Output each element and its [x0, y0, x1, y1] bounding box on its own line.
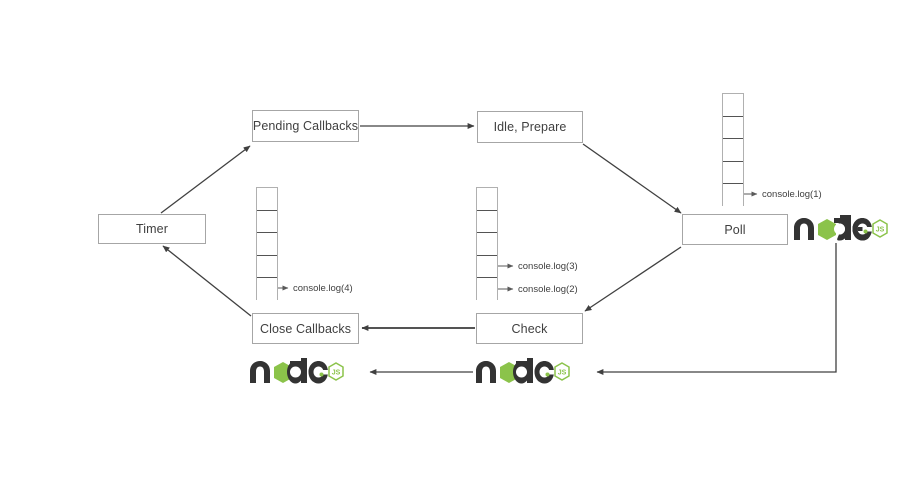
queue-cell [723, 94, 743, 117]
queue-check [476, 187, 498, 301]
arrow-timer-to-pending-callbacks [160, 145, 251, 214]
nodejs-wordmark-n [794, 218, 814, 240]
nodejs-logo-middle: JS [476, 358, 570, 384]
phase-label-idle-prepare: Idle, Prepare [493, 120, 567, 134]
nodejs-js-badge-text: JS [876, 227, 885, 234]
nodejs-hexagon-o [818, 219, 836, 240]
phase-label-timer: Timer [136, 222, 168, 236]
nodejs-wordmark-e [852, 218, 872, 241]
arrow-poll-logo-to-middle-logo [596, 243, 837, 375]
queue-cell [257, 233, 277, 256]
queue-cell [477, 188, 497, 211]
queue-cell [477, 255, 497, 279]
phase-label-check: Check [511, 321, 548, 336]
nodejs-wordmark-d [287, 358, 307, 384]
queue-cell [723, 116, 743, 140]
nodejs-wordmark-d [513, 358, 533, 384]
nodejs-logo-left: JS [250, 358, 344, 384]
queue-cell [257, 210, 277, 234]
nodejs-js-badge: JS [872, 219, 888, 238]
console-log-label-2: console.log(2) [518, 284, 578, 295]
nodejs-hexagon-o [500, 362, 518, 383]
phase-label-poll: Poll [724, 222, 746, 237]
queue-cell [477, 210, 497, 234]
queue-cell [723, 184, 743, 207]
console-log-label-4: console.log(4) [293, 283, 353, 294]
phase-box-check[interactable]: Check [476, 313, 583, 344]
queue-poll [722, 93, 744, 207]
phase-label-pending-callbacks: Pending Callbacks [252, 119, 359, 133]
console-log-label-3: console.log(3) [518, 261, 578, 272]
nodejs-wordmark-n [476, 361, 496, 383]
queue-cell [477, 278, 497, 301]
nodejs-wordmark-n [250, 361, 270, 383]
nodejs-logo-poll: JS [794, 215, 888, 241]
arrow-poll-to-check [584, 246, 682, 312]
phase-box-idle-prepare[interactable]: Idle, Prepare [477, 111, 583, 143]
queue-cell [257, 278, 277, 301]
queue-close-callbacks [256, 187, 278, 301]
phase-box-poll[interactable]: Poll [682, 214, 788, 245]
nodejs-wordmark-e [534, 361, 554, 384]
queue-cell [477, 233, 497, 256]
nodejs-hexagon-o [274, 362, 292, 383]
queue-cell [257, 255, 277, 279]
nodejs-wordmark-e [308, 361, 328, 384]
nodejs-js-badge-text: JS [558, 370, 567, 377]
nodejs-js-badge: JS [328, 362, 344, 381]
nodejs-wordmark-d [834, 215, 851, 241]
queue-cell [723, 139, 743, 162]
queue-cell [257, 188, 277, 211]
arrow-close-callbacks-to-timer [162, 245, 252, 317]
phase-box-close-callbacks[interactable]: Close Callbacks [252, 313, 359, 344]
phase-label-close-callbacks: Close Callbacks [259, 321, 352, 336]
nodejs-js-badge: JS [554, 362, 570, 381]
queue-cell [723, 161, 743, 185]
phase-box-pending-callbacks[interactable]: Pending Callbacks [252, 110, 359, 142]
arrow-idle-prepare-to-poll [582, 143, 682, 214]
console-log-label-1: console.log(1) [762, 189, 822, 200]
phase-box-timer[interactable]: Timer [98, 214, 206, 244]
nodejs-js-badge-text: JS [332, 370, 341, 377]
